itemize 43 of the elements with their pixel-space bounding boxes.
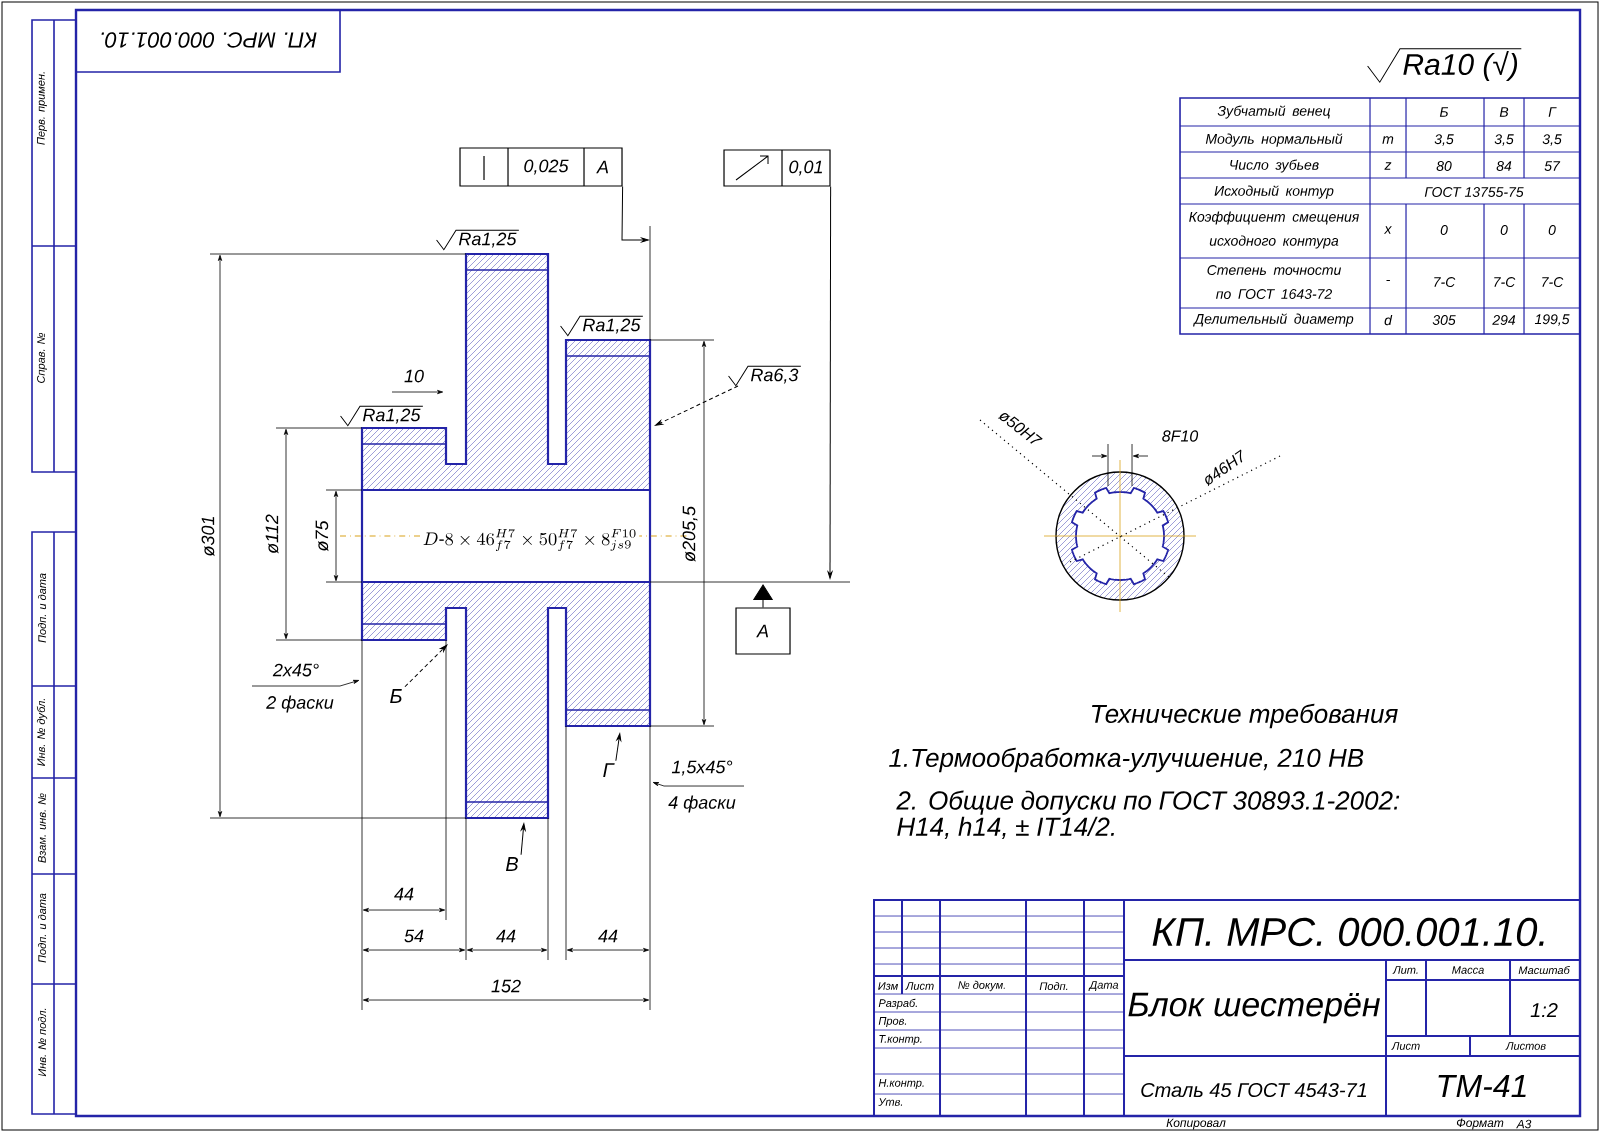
section-letter: Б — [390, 689, 402, 703]
chamfer-note: 4 фаски — [668, 795, 736, 813]
chamfer-note: 1,5x45° — [671, 760, 733, 776]
roughness-sign: Ra1,25 — [340, 405, 424, 427]
stamp-text: КП. МРС. 000.001.10. — [101, 32, 317, 48]
dimension-text: 44 — [598, 929, 618, 943]
dimension-text: 54 — [404, 929, 424, 943]
datum-box: A — [735, 607, 791, 655]
dimension-text: 44 — [496, 929, 516, 943]
leader-line — [753, 584, 773, 608]
leader-line — [615, 733, 622, 762]
leader-line — [621, 186, 649, 243]
roughness-sign: Ra10 (√) — [1367, 48, 1522, 83]
dimension-text: 44 — [394, 887, 414, 901]
drawing-number: КП. МРС. 000.001.10. — [1152, 917, 1544, 947]
leader-line — [404, 644, 448, 688]
requirement-item: 1.Термообработка-улучшение, 210 HB — [889, 747, 1364, 773]
chamfer-note: 2x45° — [272, 663, 319, 677]
requirement-item: 2. Общие допуски по ГОСТ 30893.1-2002: H14, h14, ± IT14/2. — [896, 790, 1400, 840]
spline-designation: $D\text{-}8\times 46^{H7}_{f7}\times 50^{H7}_{f7}\times 8^{F10}_{js9}$ — [420, 527, 640, 553]
roughness-sign: Ra6,3 — [728, 365, 802, 387]
tolerance-frame: 0,025 A — [459, 147, 623, 187]
tolerance-frame: 0,01 — [723, 149, 831, 187]
dimension-text: ø112 — [265, 514, 279, 554]
requirements-heading: Технические требования — [1092, 703, 1398, 729]
title-block-cell: 1:2 — [1530, 1003, 1558, 1017]
leader-line — [827, 186, 833, 579]
chamfer-note: 2 фаски — [266, 695, 334, 713]
title-block-cell: ТМ-41 — [1438, 1075, 1526, 1097]
section-letter: В — [505, 857, 518, 871]
leader-line — [655, 385, 739, 426]
roughness-sign: Ra1,25 — [560, 315, 644, 337]
dimension-text: ø301 — [201, 517, 215, 557]
drawing-title: Блок шестерён — [1128, 992, 1380, 1024]
dimension-text: 8F10 — [1162, 430, 1199, 442]
dimension-text: 152 — [491, 979, 521, 993]
material-text: Сталь 45 ГОСТ 4543-71 — [1141, 1082, 1367, 1098]
roughness-sign: Ra1,25 — [436, 229, 520, 251]
dimension-text: ø205,5 — [682, 505, 698, 562]
section-letter: Г — [603, 763, 615, 777]
dimension-text: 10 — [404, 369, 424, 383]
leader-line — [520, 823, 526, 856]
dimension-text: ø75 — [315, 520, 329, 552]
